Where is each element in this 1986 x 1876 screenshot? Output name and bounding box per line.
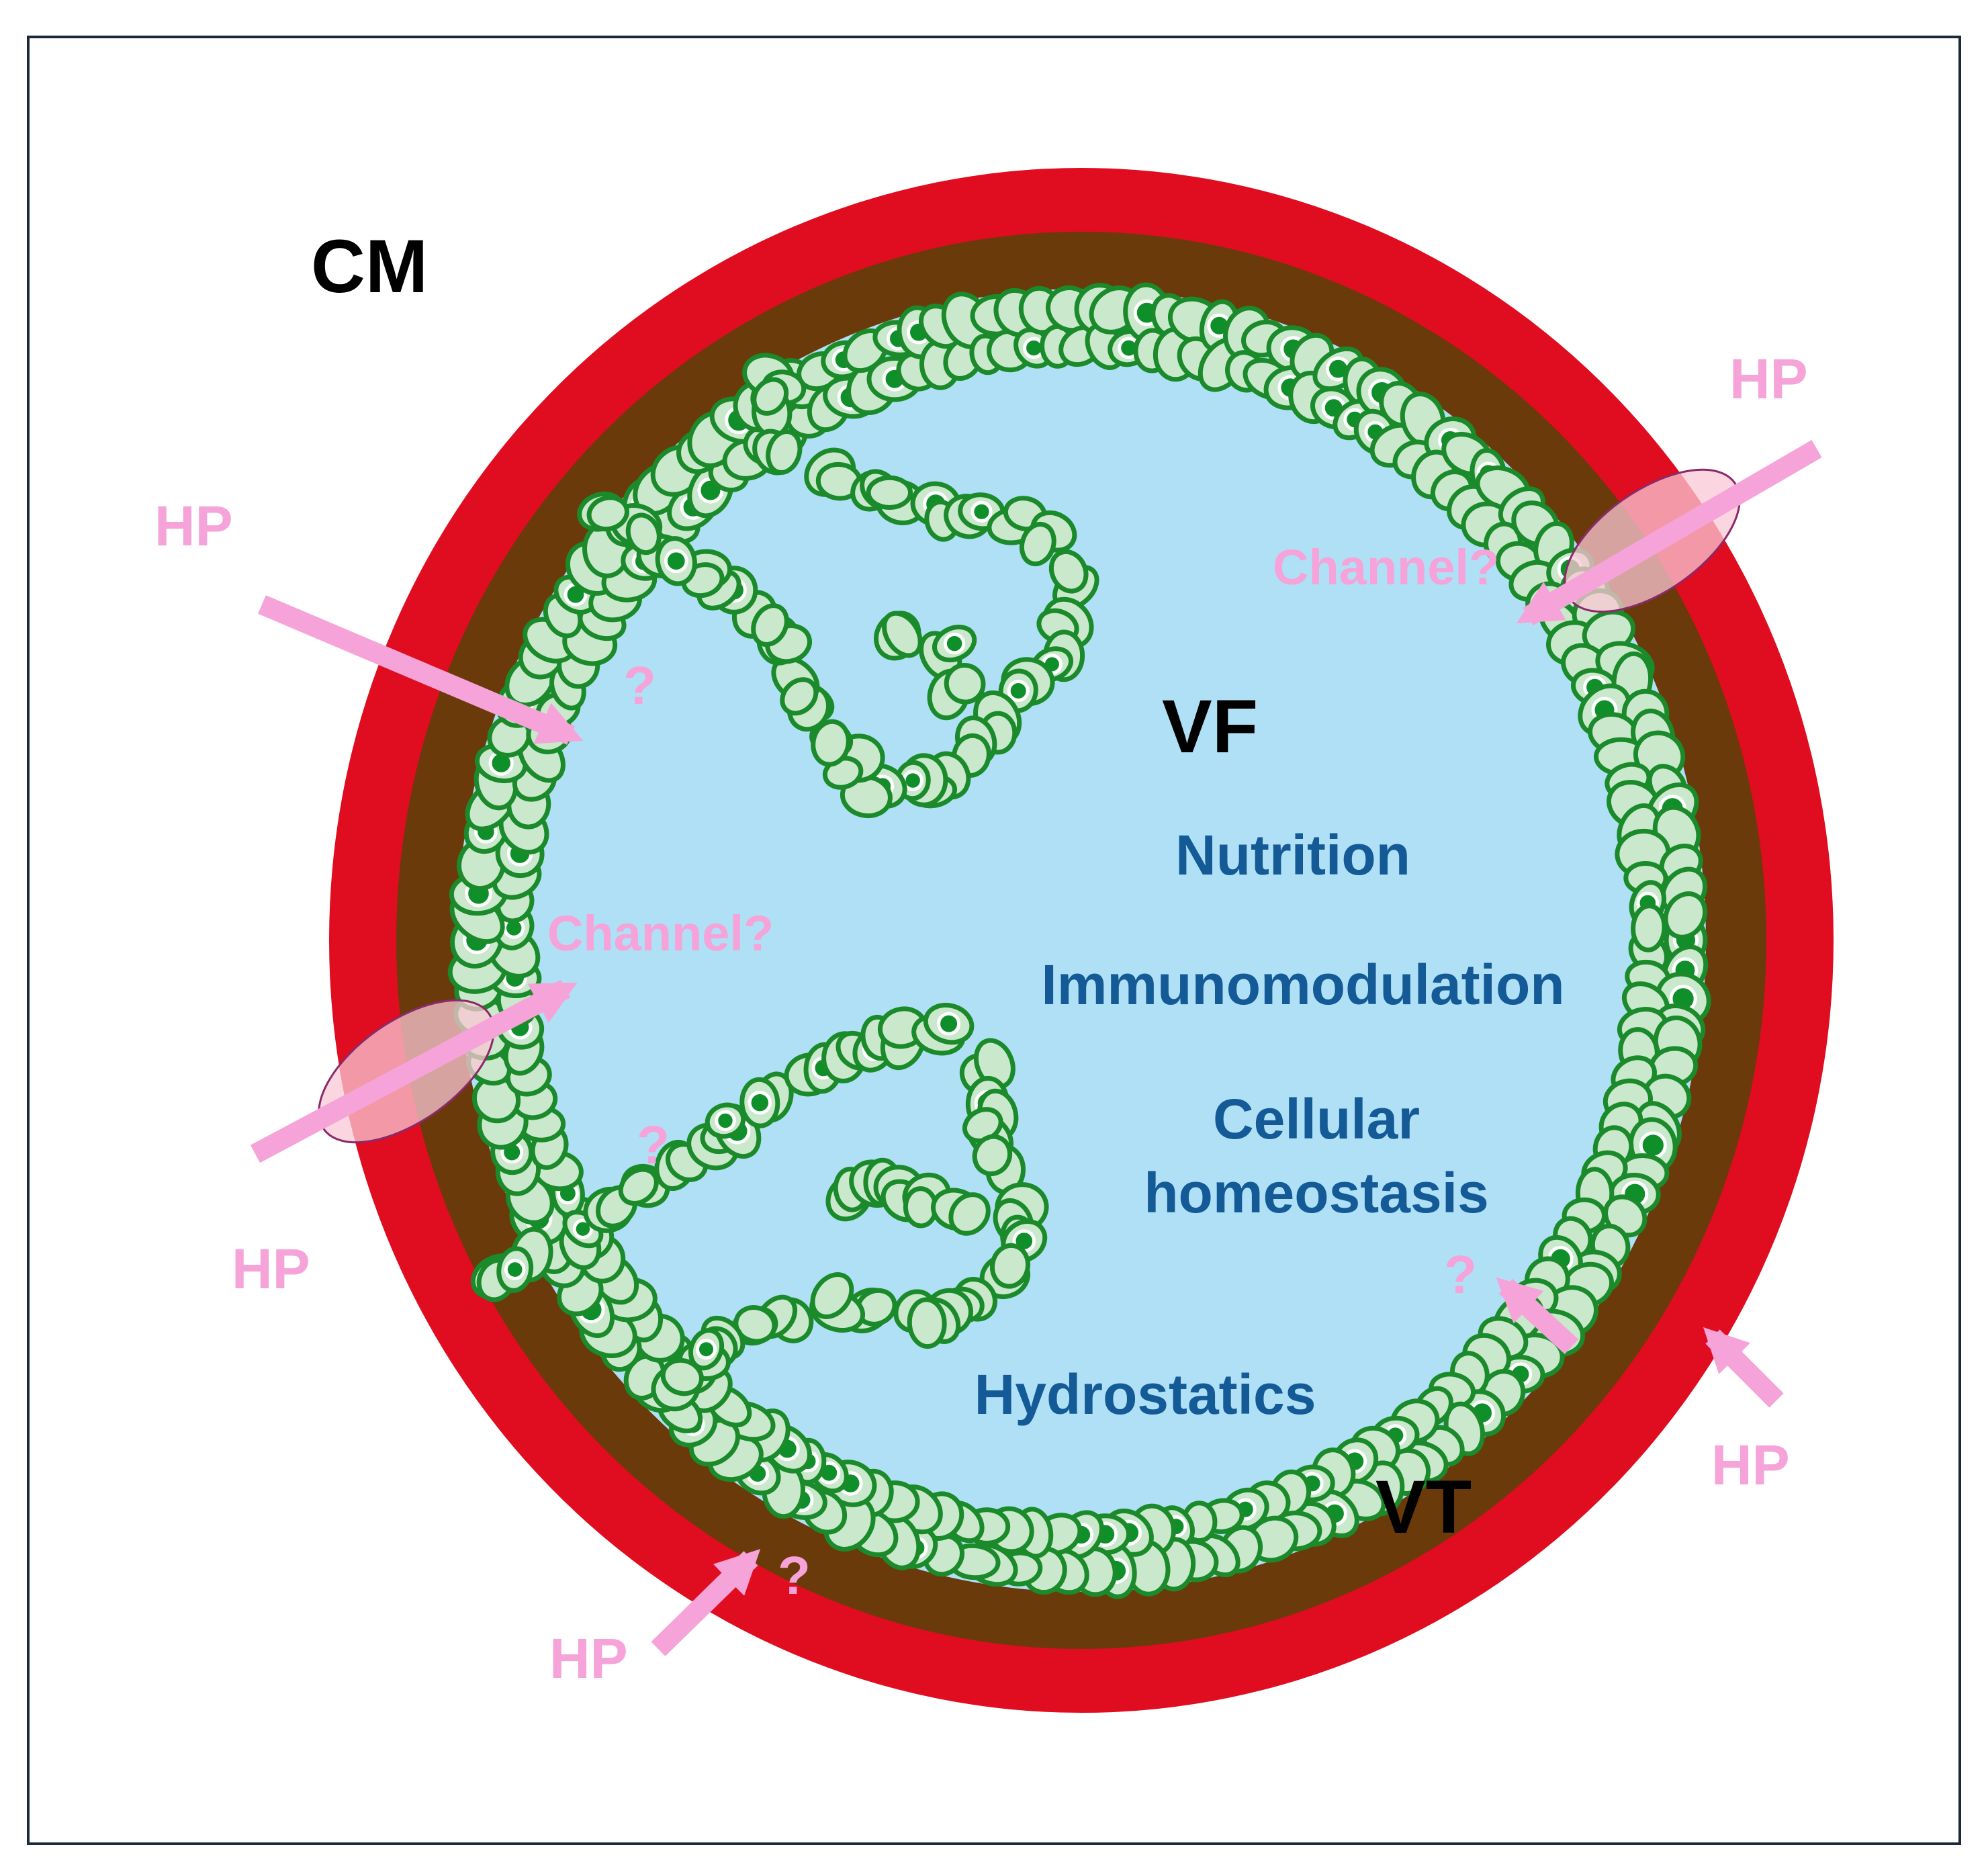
function-hydrostatics: Hydrostatics (975, 1363, 1316, 1426)
cell-nucleus-icon (748, 1091, 772, 1115)
cell-icon (586, 495, 629, 532)
cell-nucleus-icon (1007, 680, 1030, 702)
cell-icon (866, 475, 913, 510)
cell-icon (948, 1192, 991, 1236)
cell-nucleus-icon (937, 1012, 961, 1036)
cell-icon (1048, 549, 1089, 594)
channel-label: Channel? (547, 905, 774, 961)
hp-label: HP (154, 494, 233, 557)
cell-icon (1019, 521, 1056, 567)
hp-label: HP (1729, 347, 1808, 410)
cell-icon (907, 1297, 947, 1349)
arrow-icon (258, 595, 584, 745)
cell-nucleus-icon (696, 1339, 717, 1360)
cell-nucleus-icon (715, 1110, 736, 1132)
cm-label: CM (311, 224, 428, 308)
cell-icon (882, 611, 923, 658)
cell-nucleus-icon (664, 549, 688, 574)
question-mark: ? (623, 656, 656, 715)
function-nutrition: Nutrition (1175, 823, 1410, 887)
cell-nucleus-icon (572, 1218, 594, 1239)
hp-label: HP (1711, 1433, 1790, 1497)
arrow-icon (651, 1549, 761, 1656)
vt-label: VT (1375, 1465, 1472, 1549)
cell-icon (660, 1357, 704, 1396)
function-cellular: Cellular (1213, 1087, 1420, 1151)
arrow-icon (250, 979, 578, 1163)
cell-icon (1663, 891, 1708, 940)
cell-icon (780, 677, 819, 716)
hp-label: HP (549, 1627, 628, 1690)
cell-nucleus-icon (971, 500, 993, 523)
vf-label: VF (1162, 684, 1258, 768)
cell-icon (752, 377, 789, 416)
arrow-icon (1496, 1277, 1579, 1355)
germinal-cell-layer (447, 282, 1711, 1599)
cell-nucleus-icon (504, 1259, 526, 1280)
cell-icon (944, 662, 986, 705)
cell-icon (811, 719, 851, 767)
cell-icon (733, 1305, 777, 1344)
cell-icon (618, 1167, 659, 1206)
cell-icon (972, 1134, 1013, 1177)
function-homeostasis: homeostasis (1144, 1161, 1489, 1224)
channel-label: Channel? (1273, 539, 1499, 595)
cell-icon (625, 512, 662, 555)
cell-icon (990, 1243, 1030, 1289)
question-mark: ? (778, 1546, 811, 1605)
cell-icon (766, 429, 803, 475)
function-immunomodulation: Immunomodulation (1041, 953, 1564, 1016)
cell-nucleus-icon (943, 632, 966, 655)
arrow-icon (1516, 440, 1822, 625)
hp-label: HP (232, 1237, 310, 1300)
cell-icon (810, 1272, 854, 1319)
question-mark: ? (637, 1115, 670, 1175)
question-mark: ? (1444, 1245, 1477, 1304)
arrow-icon (1703, 1327, 1784, 1408)
cell-icon (1631, 903, 1667, 952)
cell-icon (751, 603, 789, 647)
